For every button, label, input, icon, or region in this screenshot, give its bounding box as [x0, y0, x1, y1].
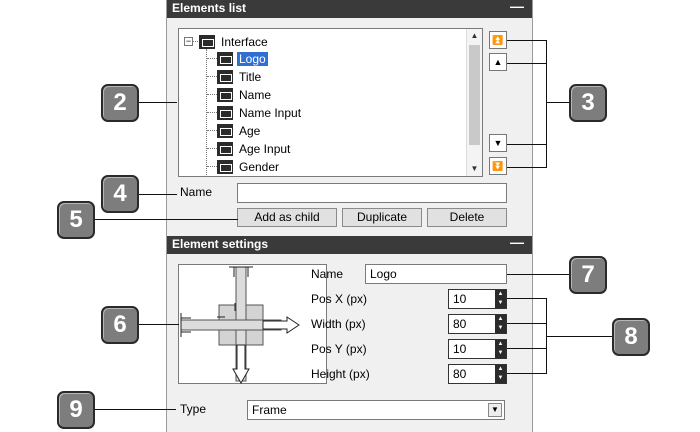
- pos-x-stepper[interactable]: 10 ▲▼: [448, 289, 507, 309]
- pos-x-label: Pos X (px): [311, 292, 368, 306]
- frame-icon: [217, 69, 233, 84]
- callout-4: 4: [101, 175, 139, 213]
- type-select[interactable]: Frame ▼: [247, 400, 505, 420]
- spin-arrows-icon[interactable]: ▲▼: [495, 340, 506, 358]
- type-label: Type: [180, 402, 207, 416]
- chevron-down-icon[interactable]: ▼: [488, 403, 502, 417]
- pos-x-value: 10: [453, 292, 467, 306]
- spin-arrows-icon[interactable]: ▲▼: [495, 290, 506, 308]
- settings-name-label: Name: [311, 267, 344, 281]
- frame-icon: [217, 159, 233, 174]
- element-name-label: Name: [180, 185, 213, 199]
- pos-y-stepper[interactable]: 10 ▲▼: [448, 339, 507, 359]
- spin-arrows-icon[interactable]: ▲▼: [495, 315, 506, 333]
- element-name-input[interactable]: [237, 183, 507, 203]
- layout-preview[interactable]: [178, 264, 327, 385]
- height-label: Height (px): [311, 367, 370, 381]
- height-value: 80: [453, 367, 467, 381]
- frame-icon: [217, 51, 233, 66]
- tree-item[interactable]: Title: [217, 68, 263, 84]
- properties-panel: Elements list — − Interface Logo Title N…: [166, 0, 533, 432]
- tree-item[interactable]: Name: [217, 86, 273, 102]
- frame-icon: [217, 87, 233, 102]
- height-stepper[interactable]: 80 ▲▼: [448, 364, 507, 384]
- callout-8: 8: [612, 318, 650, 356]
- move-to-top-button[interactable]: ⏫: [489, 31, 507, 49]
- width-value: 80: [453, 317, 467, 331]
- scroll-thumb[interactable]: [469, 45, 480, 145]
- elements-tree[interactable]: − Interface Logo Title Name Name Input A…: [178, 28, 483, 177]
- move-to-bottom-icon: ⏬: [492, 161, 504, 171]
- pos-y-value: 10: [453, 342, 467, 356]
- settings-name-input[interactable]: Logo: [365, 264, 507, 284]
- elements-list-title: Elements list: [172, 1, 247, 15]
- callout-2: 2: [101, 84, 139, 122]
- callout-5: 5: [57, 201, 95, 239]
- move-up-icon: ▲: [493, 57, 503, 67]
- tree-item[interactable]: Age: [217, 122, 262, 138]
- tree-scrollbar[interactable]: ▲ ▼: [466, 29, 482, 176]
- tree-item[interactable]: Age Input: [217, 140, 292, 156]
- frame-icon: [217, 123, 233, 138]
- type-value: Frame: [252, 403, 287, 417]
- tree-item[interactable]: Gender: [217, 158, 281, 174]
- width-stepper[interactable]: 80 ▲▼: [448, 314, 507, 334]
- width-label: Width (px): [311, 317, 366, 331]
- frame-icon: [199, 34, 215, 49]
- delete-button[interactable]: Delete: [427, 208, 507, 227]
- move-down-icon: ▼: [493, 138, 503, 148]
- callout-3: 3: [569, 84, 607, 122]
- element-settings-title: Element settings: [172, 237, 269, 251]
- frame-icon: [217, 141, 233, 156]
- tree-item[interactable]: Name Input: [217, 104, 303, 120]
- move-up-button[interactable]: ▲: [489, 53, 507, 71]
- spin-arrows-icon[interactable]: ▲▼: [495, 365, 506, 383]
- tree-item[interactable]: Logo: [217, 50, 268, 66]
- tree-expander[interactable]: −: [184, 36, 193, 46]
- move-down-button[interactable]: ▼: [489, 134, 507, 152]
- add-as-child-button[interactable]: Add as child: [237, 208, 337, 227]
- elements-list-header[interactable]: Elements list —: [167, 0, 532, 18]
- duplicate-button[interactable]: Duplicate: [342, 208, 422, 227]
- callout-7: 7: [569, 256, 607, 294]
- pos-y-label: Pos Y (px): [311, 342, 367, 356]
- frame-icon: [217, 105, 233, 120]
- move-to-bottom-button[interactable]: ⏬: [489, 157, 507, 175]
- collapse-icon[interactable]: —: [510, 0, 524, 14]
- move-to-top-icon: ⏫: [492, 35, 504, 45]
- scroll-up-icon[interactable]: ▲: [470, 31, 479, 40]
- callout-6: 6: [101, 306, 139, 344]
- element-settings-header[interactable]: Element settings —: [167, 234, 532, 254]
- scroll-down-icon[interactable]: ▼: [470, 164, 479, 173]
- callout-9: 9: [57, 391, 95, 429]
- tree-item[interactable]: Interface: [199, 33, 270, 49]
- anchor-diagram: [180, 266, 300, 385]
- collapse-icon[interactable]: —: [510, 234, 524, 250]
